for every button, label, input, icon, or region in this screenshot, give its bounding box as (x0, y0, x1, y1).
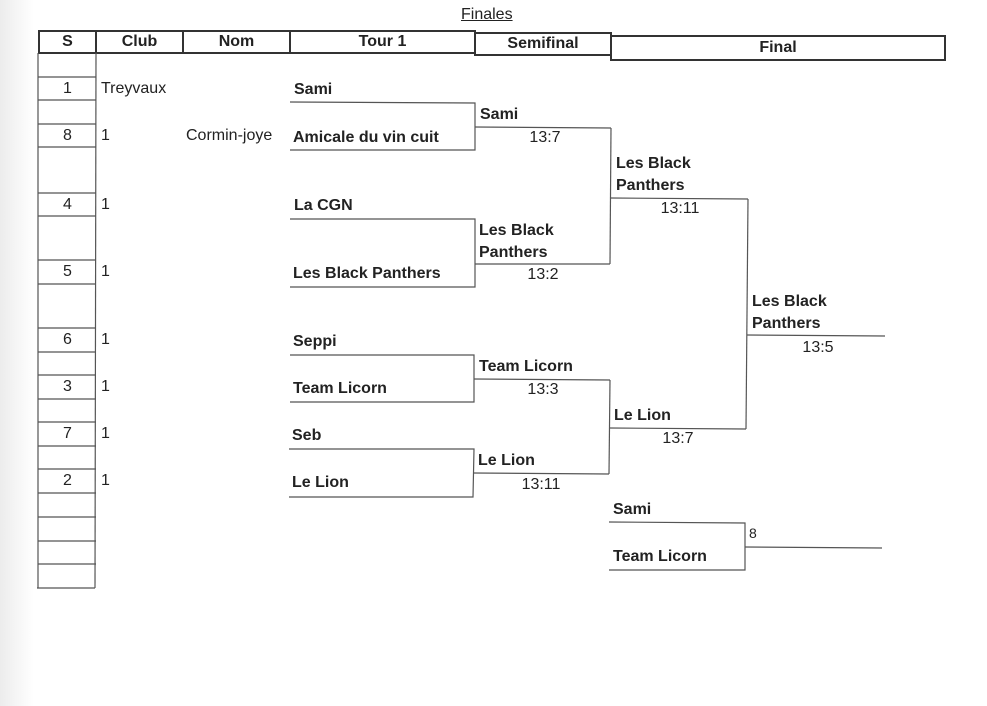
round2-score: 13:2 (527, 266, 559, 283)
seed-number: 5 (63, 263, 72, 280)
round3-team-line2: Panthers (616, 177, 685, 194)
seed-club: 1 (101, 425, 110, 442)
header-final: Final (759, 39, 797, 56)
round2-score: 13:7 (529, 129, 561, 146)
tour1-team: Team Licorn (293, 380, 387, 397)
header-s: S (62, 33, 73, 50)
header-cell-final (610, 35, 946, 61)
third-place-team-b: Team Licorn (613, 548, 707, 565)
round2-score: 13:11 (521, 476, 561, 493)
seed-number: 7 (63, 425, 72, 442)
third-place-team-a: Sami (613, 501, 652, 518)
header-nom: Nom (218, 33, 255, 50)
round2-team: Sami (480, 106, 519, 123)
header-tour1: Tour 1 (358, 33, 407, 50)
seed-club: Treyvaux (101, 80, 167, 97)
seed-nom: Cormin-joye (186, 127, 273, 144)
tour1-team: Sami (294, 81, 333, 98)
page-title: Finales (461, 6, 513, 23)
round3-team: Les Black (616, 155, 691, 172)
round2-team: Team Licorn (479, 358, 573, 375)
header-semifinal: Semifinal (507, 35, 579, 52)
seed-club: 1 (101, 378, 110, 395)
seed-number: 8 (63, 127, 72, 144)
seed-club: 1 (101, 263, 110, 280)
seed-club: 1 (101, 472, 110, 489)
round3-score: 13:7 (662, 430, 694, 447)
tour1-team: Seppi (293, 333, 337, 350)
third-place-result: 8 (749, 525, 757, 541)
round2-team: Le Lion (478, 452, 535, 469)
seed-number: 3 (63, 378, 72, 395)
round2-score: 13:3 (527, 381, 559, 398)
champion-score: 13:5 (802, 339, 834, 356)
tour1-team: Seb (292, 427, 322, 444)
seed-club: 1 (101, 196, 110, 213)
round3-team: Le Lion (614, 407, 671, 424)
seed-column-grid (37, 52, 97, 589)
header-club: Club (121, 33, 158, 50)
seed-club: 1 (101, 331, 110, 348)
seed-number: 6 (63, 331, 72, 348)
seed-number: 4 (63, 196, 72, 213)
champion-team-line2: Panthers (752, 315, 821, 332)
tour1-team: Les Black Panthers (293, 265, 441, 282)
tour1-team: La CGN (294, 197, 353, 214)
tour1-team: Amicale du vin cuit (293, 129, 439, 146)
tour1-team: Le Lion (292, 474, 349, 491)
champion-team: Les Black (752, 293, 827, 310)
round2-team-line2: Panthers (479, 244, 548, 261)
seed-number: 1 (63, 80, 72, 97)
seed-number: 2 (63, 472, 72, 489)
round3-score: 13:11 (660, 200, 700, 217)
round2-team: Les Black (479, 222, 554, 239)
bracket-connectors (289, 101, 886, 571)
seed-club: 1 (101, 127, 110, 144)
